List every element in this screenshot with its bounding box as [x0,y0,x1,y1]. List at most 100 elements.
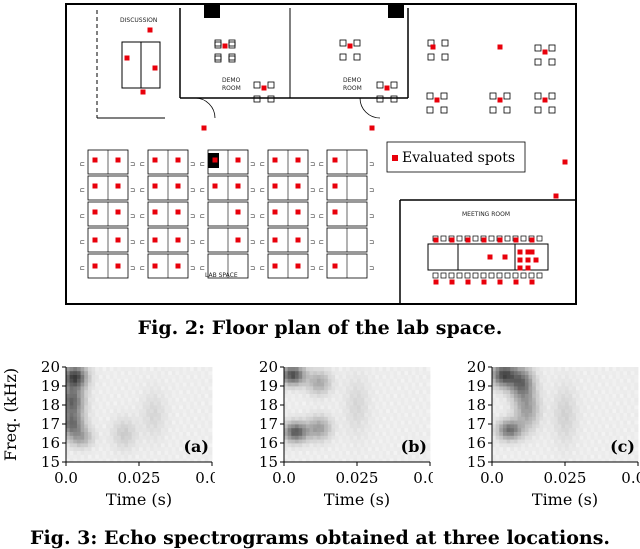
spectrogram-cell [135,431,140,436]
spectrogram-cell [186,370,191,375]
chair-icon [456,235,463,242]
spectrogram-cell [316,412,321,417]
spectrogram-cell [66,458,71,463]
spectrogram-cell [630,431,635,436]
spectrogram-cell [389,424,394,429]
spectrogram-cell [331,424,336,429]
spectrogram-cell [313,393,318,398]
spectrogram-cells [284,367,431,463]
spectrogram-cell [113,401,118,406]
spectrogram-cell [142,424,147,429]
spectrogram-cell [367,420,372,425]
spectrogram-cell [179,382,184,387]
spectrogram-cell [113,389,118,394]
spectrogram-cell [382,431,387,436]
spectrogram-cell [426,389,431,394]
spectrogram-cell [98,420,103,425]
spectrogram-cell [346,374,351,379]
spectrogram-cell [298,367,303,372]
spectrogram-cell [316,427,321,432]
spectrogram-cell [575,454,580,459]
spectrogram-cell [73,386,78,391]
spectrogram-cell [153,431,158,436]
spectrogram-cell [95,446,100,451]
spectrogram-cell [149,416,154,421]
spectrogram-cell [502,389,507,394]
spectrogram-cell [422,412,427,417]
evaluated-spot-marker [115,157,121,163]
spectrogram-cell [182,367,187,372]
spectrogram-cell [128,458,133,463]
spectrogram-cell [586,450,591,455]
spectrogram-cell [342,378,347,383]
spectrogram-cell [175,389,180,394]
spectrogram-cell [546,439,551,444]
spectrogram-cell [179,393,184,398]
spectrogram-cell [106,424,111,429]
spectrogram-cell [102,450,107,455]
spectrogram-cell [594,374,599,379]
spectrogram-cell [360,378,365,383]
spectrogram-cell [411,408,416,413]
spectrogram-cell [66,443,71,448]
spectrogram-cell [546,450,551,455]
spectrogram-cell [357,374,362,379]
evaluated-spot-marker [497,97,503,103]
spectrogram-cell [287,431,292,436]
spectrogram-cell [492,435,497,440]
spectrogram-cell [80,386,85,391]
spectrogram-cell [204,435,209,440]
spectrogram-cell [102,458,107,463]
spectrogram-cell [208,370,213,375]
spectrogram-cell [197,458,202,463]
spectrogram-cell [109,389,114,394]
spectrogram-cell [182,427,187,432]
spectrogram-cell [76,367,81,372]
spectrogram-cell [91,420,96,425]
spectrogram-cell [495,405,500,410]
spectrogram-cell [492,443,497,448]
spectrogram-cell [499,435,504,440]
spectrogram-cell [386,370,391,375]
spectrogram-cell [382,424,387,429]
spectrogram-cell [131,443,136,448]
spectrogram-cell [128,370,133,375]
spectrogram-cell [320,382,325,387]
spectrogram-cell [76,439,81,444]
spectrogram-cell [579,374,584,379]
spectrogram-cell [400,397,405,402]
spectrogram-cell [128,408,133,413]
spectrogram-cell [149,424,154,429]
spectrogram-cell [287,427,292,432]
spectrogram-cell [102,439,107,444]
chair-icon: ⊏ [260,187,265,194]
spectrogram-cell [287,397,292,402]
spectrogram-cell [597,367,602,372]
spectrogram-cell [557,458,562,463]
spectrogram-cell [357,416,362,421]
chair-icon [536,235,543,242]
x-tick-label: 0.025 [544,469,587,487]
spectrogram-cell [338,382,343,387]
spectrogram-cell [182,374,187,379]
spectrogram-cell [342,370,347,375]
spectrogram-cell [146,382,151,387]
spectrogram-cell [528,458,533,463]
spectrogram-cell [313,412,318,417]
spectrogram-cell [612,454,617,459]
spectrogram-cell [175,405,180,410]
spectrogram-cell [309,386,314,391]
spectrogram-cell [411,374,416,379]
spectrogram-cell [397,401,402,406]
spectrogram-cell [415,458,420,463]
spectrogram-cell [590,386,595,391]
spectrogram-cell [357,420,362,425]
chair-icon [464,272,471,279]
spectrogram-cell [608,439,613,444]
spectrogram-cell [186,408,191,413]
spectrogram-cell [608,401,613,406]
spectrogram-cell [404,446,409,451]
spectrogram-cell [153,397,158,402]
spectrogram-cell [128,378,133,383]
spectrogram-cell [630,439,635,444]
